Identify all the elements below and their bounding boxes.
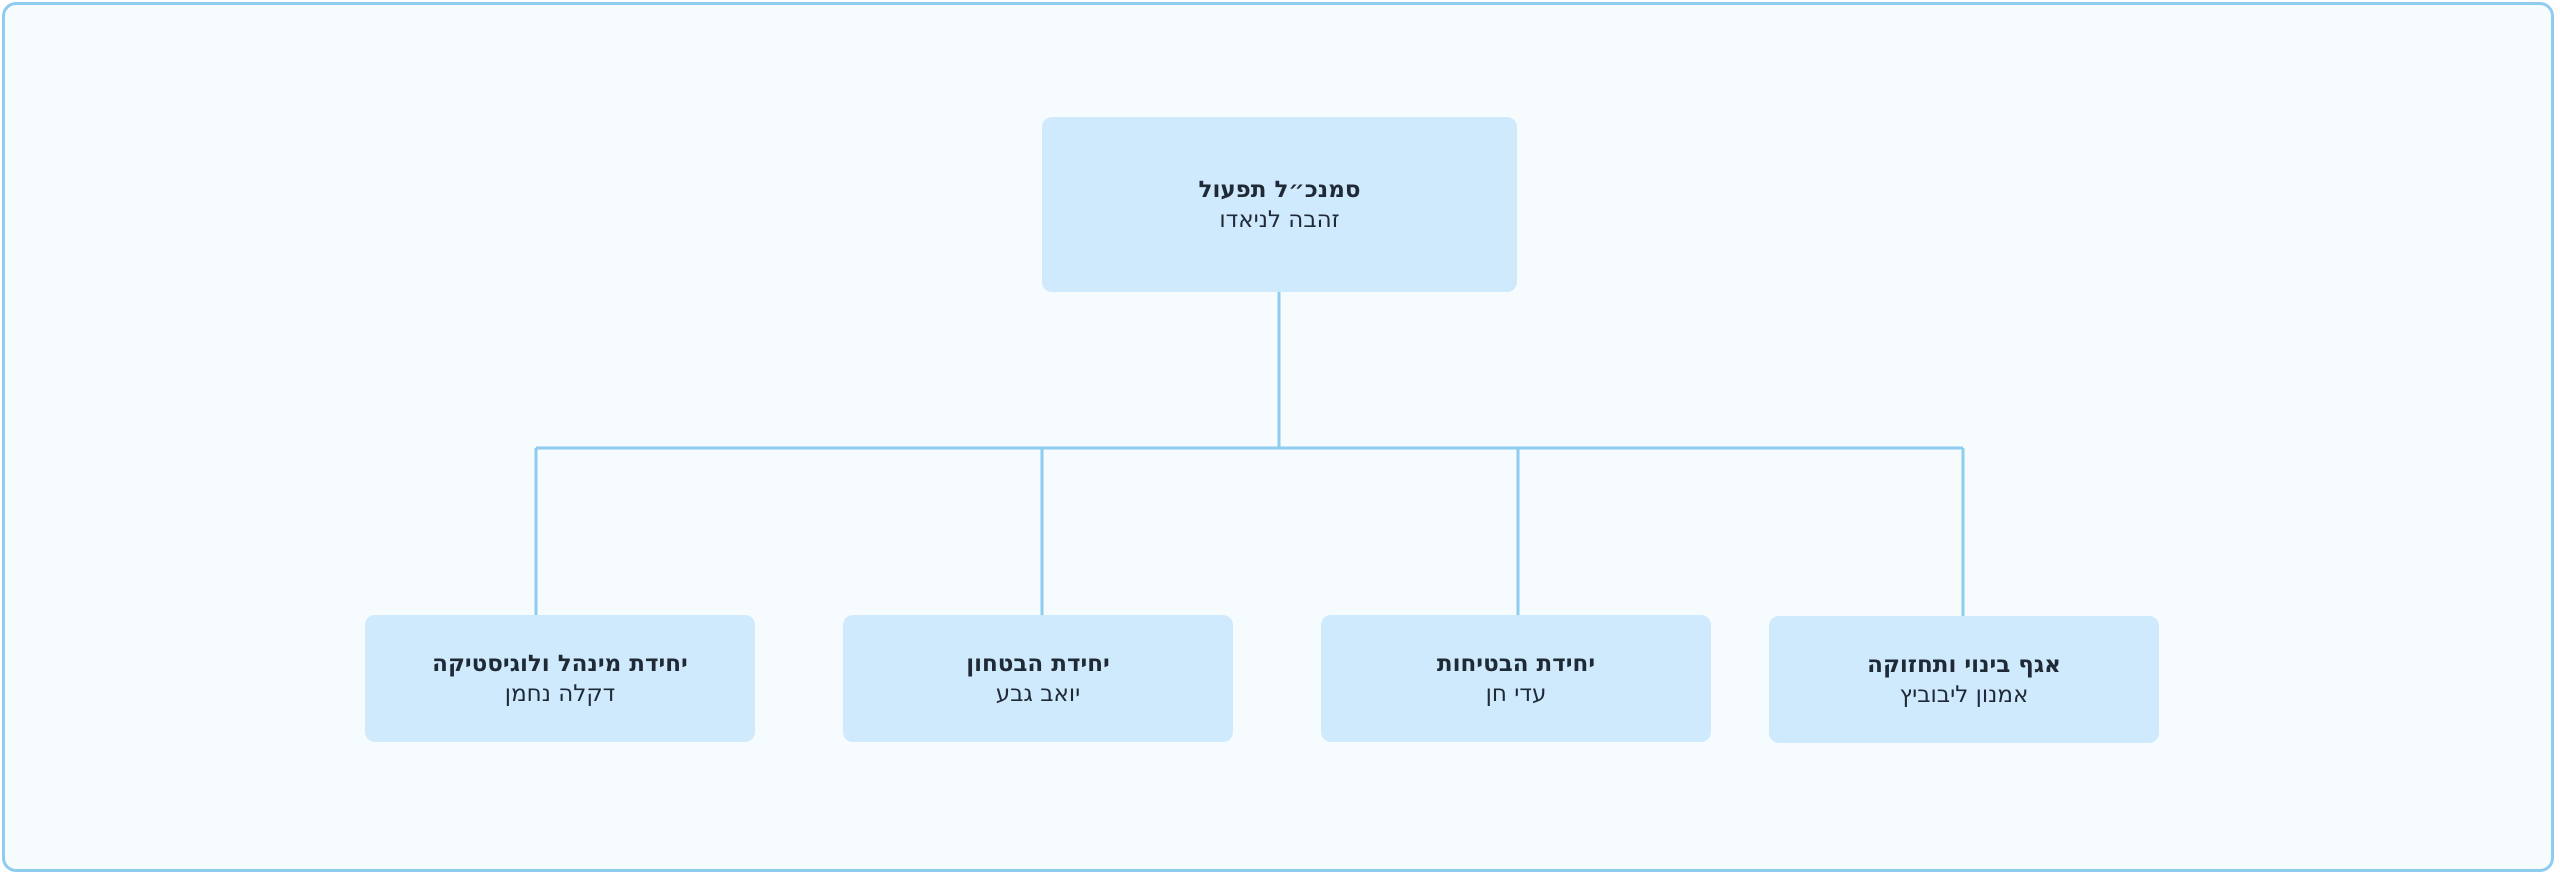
node-child-2: יחידת הבטחון יואב גבע: [843, 615, 1233, 742]
node-title: יחידת מינהל ולוגיסטיקה: [432, 650, 688, 677]
node-person: יואב גבע: [995, 680, 1081, 707]
node-title: יחידת הבטיחות: [1436, 650, 1596, 677]
node-person: אמנון ליבוביץ: [1899, 681, 2029, 708]
node-person: עדי חן: [1485, 680, 1547, 707]
node-child-3: יחידת הבטיחות עדי חן: [1321, 615, 1711, 742]
node-root: סמנכ״ל תפעול זהבה לניאדו: [1042, 117, 1517, 292]
node-child-4: אגף בינוי ותחזוקה אמנון ליבוביץ: [1769, 616, 2159, 743]
node-title: אגף בינוי ותחזוקה: [1867, 651, 2061, 678]
node-child-1: יחידת מינהל ולוגיסטיקה דקלה נחמן: [365, 615, 755, 742]
node-title: יחידת הבטחון: [966, 650, 1110, 677]
node-person: דקלה נחמן: [504, 680, 616, 707]
node-title: סמנכ״ל תפעול: [1198, 176, 1361, 203]
node-person: זהבה לניאדו: [1219, 206, 1340, 233]
